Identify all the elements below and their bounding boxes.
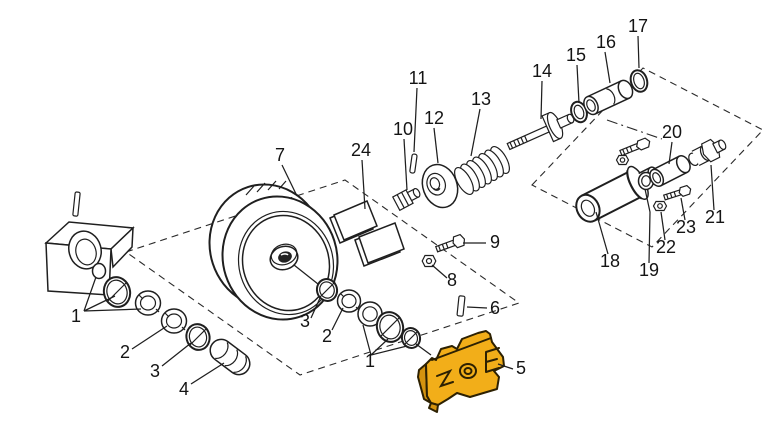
roller-pin-part-4 [209, 338, 251, 376]
bolt-part-9 [434, 233, 466, 253]
bolt-part-23 [662, 184, 692, 201]
part-label-14: 14 [532, 61, 552, 81]
idler-wheel-part-7 [208, 180, 339, 321]
part-label-6: 6 [490, 298, 500, 318]
part-label-1-right: 1 [365, 351, 375, 371]
nut-part-22 [652, 200, 668, 212]
pin-part-6 [456, 295, 466, 317]
cylinder-part-18 [575, 165, 661, 223]
pin-part-11 [409, 153, 418, 174]
cylinder-part-20 [649, 154, 691, 188]
valve-fitting-part-21 [688, 138, 727, 167]
seal-ring-part-1-right [357, 301, 383, 327]
guard-foot [428, 402, 439, 413]
oring-part-1c-right [400, 327, 422, 349]
part-label-5[interactable]: 5 [516, 358, 526, 378]
part-label-4: 4 [179, 379, 189, 399]
nut-part-8 [421, 254, 437, 268]
part-label-11: 11 [409, 68, 428, 88]
wheel-hub [269, 243, 299, 271]
recoil-spring-group [391, 69, 649, 212]
seal-ring-part-2-right [336, 289, 362, 313]
part-label-9: 9 [490, 232, 500, 252]
callout-labels: 1 2 3 4 7 24 10 11 12 13 14 15 16 17 20 … [71, 16, 725, 399]
part-label-12: 12 [424, 108, 444, 128]
mounting-hardware-group [421, 233, 466, 317]
leader-lines [83, 35, 715, 385]
part-label-16: 16 [596, 32, 616, 52]
centerline [606, 119, 663, 140]
construction-planes [124, 67, 764, 376]
dowel-pin [72, 191, 81, 217]
flange-plate-part-12 [421, 163, 459, 209]
part-label-21: 21 [705, 207, 725, 227]
part-label-8: 8 [447, 270, 457, 290]
part-label-17: 17 [628, 16, 648, 36]
wheel-tread-hatch [245, 180, 287, 196]
guard-boss-hole [463, 367, 473, 375]
oring-part-17 [629, 69, 649, 93]
part-label-15: 15 [566, 45, 586, 65]
right-dashed-plane [531, 67, 764, 248]
part-label-7: 7 [275, 145, 285, 165]
left-support-assembly [44, 191, 251, 376]
oring-part-3 [185, 323, 211, 351]
guard-boss [459, 363, 477, 379]
part-label-3-left: 3 [150, 361, 160, 381]
track-guard-part-5-highlighted[interactable] [417, 330, 505, 413]
part-label-3-right: 3 [300, 311, 310, 331]
seal-ring-part-2 [160, 308, 188, 334]
part-label-23: 23 [676, 217, 696, 237]
part-label-20: 20 [662, 122, 682, 142]
oring-part-3-right [315, 278, 339, 302]
part-label-13: 13 [471, 89, 491, 109]
wheel-seal-group-right [315, 278, 422, 349]
part-label-2-right: 2 [322, 326, 332, 346]
part-label-18: 18 [600, 251, 620, 271]
shim-plates-part-24 [329, 200, 405, 267]
part-label-2-left: 2 [120, 342, 130, 362]
recoil-cylinder-group [575, 137, 727, 223]
seal-ring-part-1c [134, 290, 162, 316]
upper-nut [615, 154, 630, 166]
part-label-19: 19 [639, 260, 659, 280]
part-label-22: 22 [656, 237, 676, 257]
oring-part-1b-right [375, 311, 405, 343]
plug-part-1a [91, 262, 107, 280]
recoil-rod-part-14 [506, 111, 575, 151]
part-label-24: 24 [351, 140, 371, 160]
part-label-1-left: 1 [71, 306, 81, 326]
part-label-10: 10 [393, 119, 413, 139]
left-dashed-plane [124, 179, 521, 376]
coil-spring-part-13 [454, 146, 510, 195]
guard-cast-mark [436, 369, 454, 388]
grease-fitting-part-10 [391, 187, 421, 212]
guard-rib-detail [485, 347, 500, 373]
piston-part-16 [583, 79, 634, 116]
upper-bolt [619, 137, 651, 157]
oring-part-1b [102, 276, 132, 308]
guard-top-ridge [431, 337, 492, 361]
